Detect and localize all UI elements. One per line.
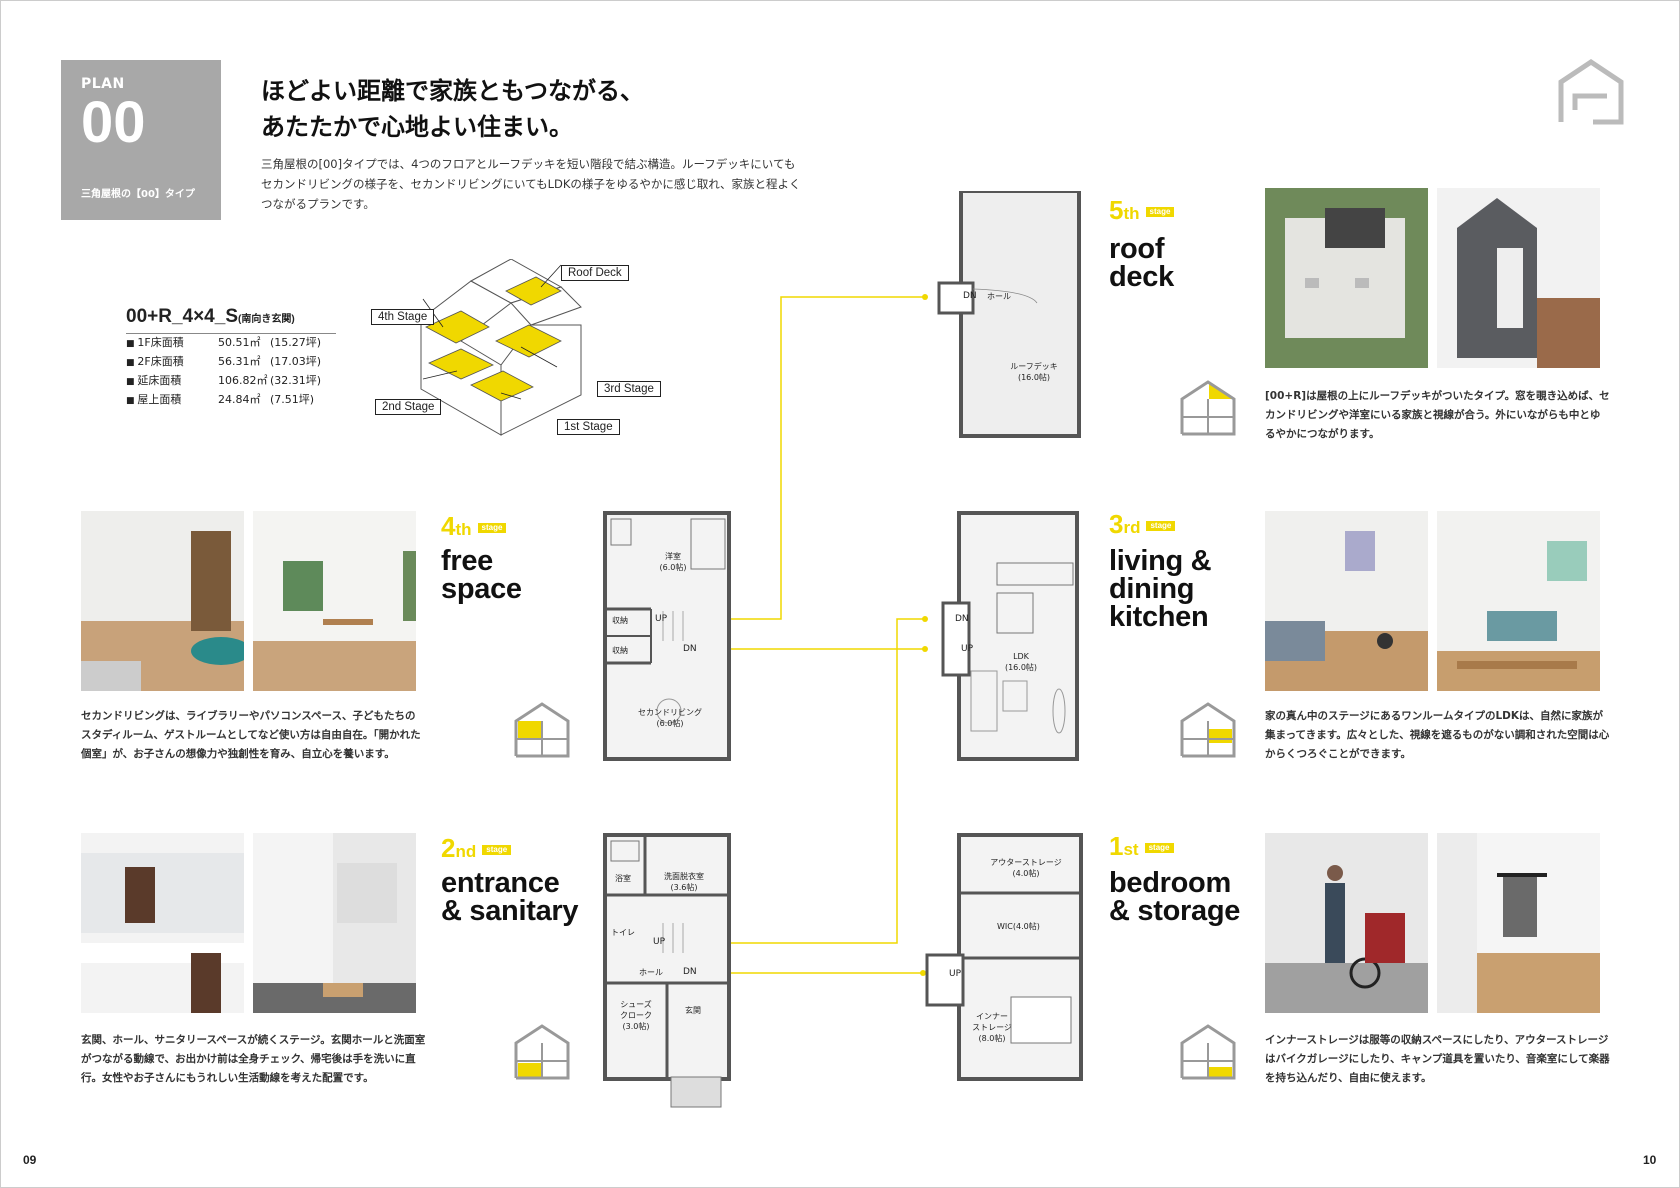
callout-1st-stage: 1st Stage xyxy=(557,419,620,435)
spec-title: 00+R_4×4_S(南向き玄関) xyxy=(126,306,336,334)
photo-sanitary-1 xyxy=(81,833,244,1013)
roof-deck-label: ルーフデッキ(16.0帖) xyxy=(1010,362,1058,382)
2nd-shoes-label: シューズクローク(3.0帖) xyxy=(620,1000,652,1031)
2nd-genkan-label: 玄関 xyxy=(685,1006,701,1015)
4th-room-label: 洋室(6.0帖) xyxy=(659,552,687,572)
plan-badge: PLAN 00 三角屋根の【00】タイプ xyxy=(61,60,221,220)
house-stage-4-icon xyxy=(513,701,571,759)
2nd-bath-label: 浴室 xyxy=(615,874,631,883)
2nd-up-label: UP xyxy=(653,937,666,947)
house-stage-1-icon xyxy=(1179,1023,1237,1081)
stage-1-title: bedroom & storage xyxy=(1109,867,1241,927)
stage-4-title: free space xyxy=(441,545,522,605)
4th-dn-label: DN xyxy=(683,644,697,654)
house-stage-2-icon xyxy=(513,1023,571,1081)
stage-3-description: 家の真ん中のステージにあるワンルームタイプのLDKは、自然に家族が集まってきます… xyxy=(1265,710,1610,760)
photo-sanitary-2 xyxy=(253,833,416,1013)
photo-ldk-1 xyxy=(1265,511,1428,691)
2nd-dn-label: DN xyxy=(683,967,697,977)
house-stage-3-icon xyxy=(1179,701,1237,759)
page-number-left: 09 xyxy=(23,1153,37,1167)
callout-4th-stage: 4th Stage xyxy=(371,309,435,325)
2nd-hall-label: ホール xyxy=(639,968,663,977)
stage-5-description: [00+R]は屋根の上にルーフデッキがついたタイプ。窓を覗き込めば、セカンドリビ… xyxy=(1265,390,1610,440)
4th-up-label: UP xyxy=(655,614,668,624)
headline: ほどよい距離で家族ともつながる、 あたたかで心地よい住まい。 xyxy=(261,73,644,145)
stage-1-description: インナーストレージは服等の収納スペースにしたり、アウターストレージはバイクガレー… xyxy=(1265,1034,1610,1084)
isometric-diagram: Roof Deck 4th Stage 3rd Stage 2nd Stage … xyxy=(361,259,671,441)
photo-storage-1 xyxy=(1265,833,1428,1013)
stage-4-description: セカンドリビングは、ライブラリーやパソコンスペース、子どもたちのスタディルーム、… xyxy=(81,710,421,760)
photo-roof-aerial xyxy=(1265,188,1428,368)
stage-2-description: 玄関、ホール、サニタリースペースが続くステージ。玄関ホールと洗面室がつながる動線… xyxy=(81,1034,426,1084)
floorplan-3rd-stage: DN UP LDK(16.0帖) xyxy=(941,511,1081,761)
photo-free-space-2 xyxy=(253,511,416,691)
1st-wic-label: WIC(4.0帖) xyxy=(997,922,1040,931)
floorplan-4th-stage: 洋室(6.0帖) 収納 収納 UP DN セカンドリビング(6.0帖) xyxy=(603,511,733,761)
house-logo-icon xyxy=(1557,58,1625,126)
plan-type: 三角屋根の【00】タイプ xyxy=(81,189,195,200)
plan-label: PLAN xyxy=(81,76,125,92)
stage-2-title: entrance & sanitary xyxy=(441,867,579,927)
floorplan-roof-deck: DN ホール ルーフデッキ(16.0帖) xyxy=(937,191,1085,441)
headline-line-2: あたたかで心地よい住まい。 xyxy=(261,113,573,141)
photo-storage-2 xyxy=(1437,833,1600,1013)
plan-number: 00 xyxy=(81,90,146,155)
roof-hall-label: ホール xyxy=(987,292,1011,301)
3rd-up-label: UP xyxy=(961,644,974,654)
roof-dn-label: DN xyxy=(963,291,977,301)
callout-3rd-stage: 3rd Stage xyxy=(597,381,661,397)
intro-text: 三角屋根の[00]タイプでは、4つのフロアとルーフデッキを短い階段で結ぶ構造。ル… xyxy=(261,157,801,211)
stage-3-title: living & dining kitchen xyxy=(1109,545,1212,633)
3rd-dn-label: DN xyxy=(955,614,969,624)
3rd-ldk-label: LDK(16.0帖) xyxy=(1004,652,1038,672)
1st-outer-label: アウターストレージ(4.0帖) xyxy=(990,858,1062,878)
floorplan-2nd-stage: 浴室 洗面脱衣室(3.6帖) トイレ UP ホール DN シューズクローク(3.… xyxy=(603,833,733,1109)
1st-inner-label: インナーストレージ(8.0帖) xyxy=(972,1012,1012,1043)
floorplan-1st-stage: アウターストレージ(4.0帖) WIC(4.0帖) UP インナーストレージ(8… xyxy=(925,833,1085,1083)
2nd-wash-label: 洗面脱衣室(3.6帖) xyxy=(664,872,704,892)
4th-storage-1: 収納 xyxy=(612,616,628,625)
4th-living-label: セカンドリビング(6.0帖) xyxy=(638,708,702,728)
callout-roof-deck: Roof Deck xyxy=(561,265,629,281)
photo-ldk-2 xyxy=(1437,511,1600,691)
stage-5-title: roof deck xyxy=(1109,233,1174,293)
page-number-right: 10 xyxy=(1643,1153,1657,1167)
house-stage-5-icon xyxy=(1179,379,1237,437)
2nd-toilet-label: トイレ xyxy=(611,928,635,937)
4th-storage-2: 収納 xyxy=(612,646,628,655)
photo-free-space-1 xyxy=(81,511,244,691)
photo-roof-deck xyxy=(1437,188,1600,368)
headline-line-1: ほどよい距離で家族ともつながる、 xyxy=(261,77,645,105)
callout-2nd-stage: 2nd Stage xyxy=(375,399,442,415)
1st-up-label: UP xyxy=(949,969,962,979)
